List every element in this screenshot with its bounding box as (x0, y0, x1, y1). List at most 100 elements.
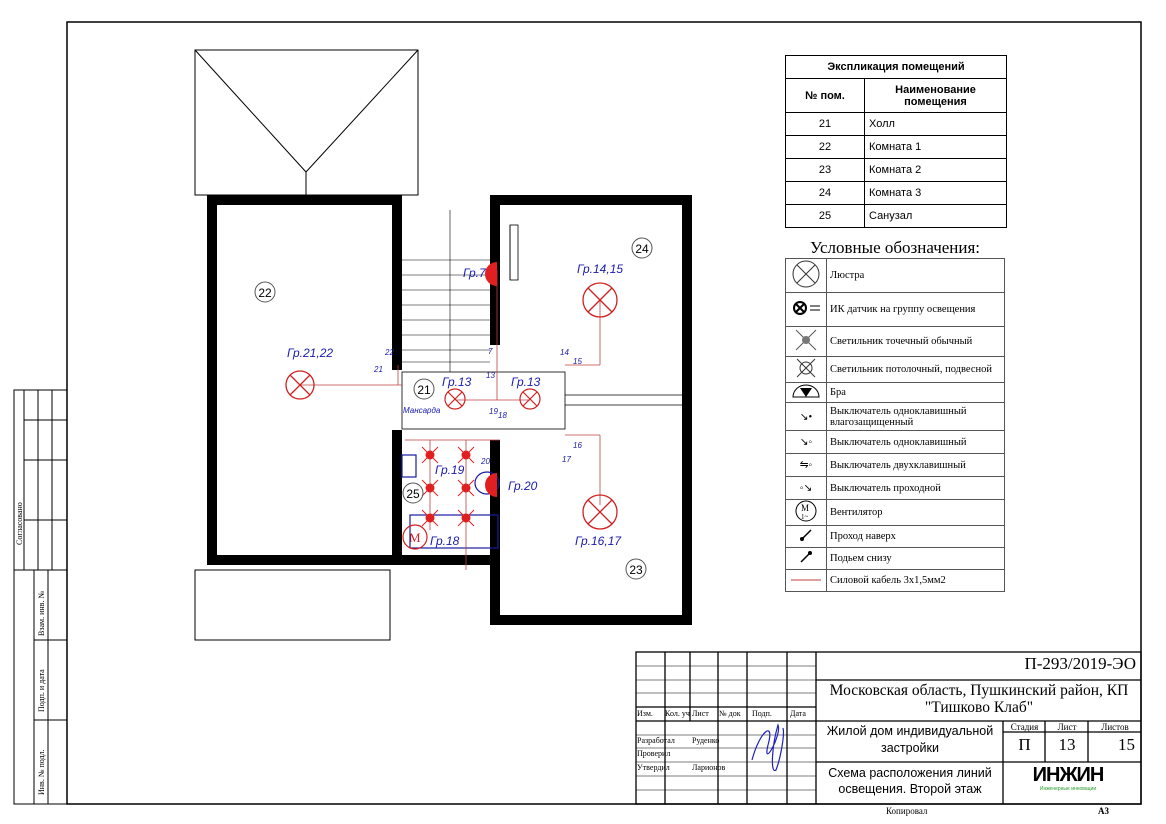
switch-label: 15 (573, 357, 582, 366)
switch-label: 19 (489, 407, 498, 416)
room-num: 22 (785, 135, 865, 159)
col-header: Кол. уч (665, 709, 690, 718)
legend-title: Условные обозначения: (810, 238, 981, 257)
room-number-22: 22 (258, 286, 272, 300)
wall-lamp-icon (485, 473, 497, 497)
chandelier-icon (792, 260, 820, 288)
legend-label: Подьем снизу (826, 547, 1005, 570)
col-header: Лист (692, 709, 709, 718)
column-header: № пом. (785, 78, 865, 113)
ceiling-light-icon (444, 388, 541, 410)
switch-label: 21 (373, 365, 383, 374)
room-number-25: 25 (406, 487, 420, 501)
room-number-24: 24 (635, 242, 649, 256)
role-label: Проверил (637, 749, 671, 758)
svg-text:M: M (801, 503, 809, 513)
switch-label: 20 (480, 457, 490, 466)
waterproof-switch-icon: ↘• (785, 402, 827, 431)
col-header: Изм. (637, 709, 653, 718)
logo-text: ИНЖИН (1032, 764, 1105, 786)
legend-label: Проход наверх (826, 525, 1005, 548)
group-label: Гр.16,17 (575, 534, 622, 548)
side-field: Подп. и дата (37, 669, 46, 712)
room-name: Холл (864, 112, 1007, 136)
group-label: Гр.18 (430, 534, 460, 548)
role-label: Утвердил (637, 763, 670, 772)
rise-from-below-icon (800, 551, 812, 563)
chandelier-icon (285, 370, 315, 400)
mansard-label: Мансарда (403, 406, 441, 415)
room-num: 23 (785, 158, 865, 182)
double-switch-icon: ⇋◦ (785, 453, 827, 477)
sheet-label: Лист (1057, 722, 1077, 732)
copied-label: Копировал (886, 806, 928, 816)
sheet-title: Схема расположения линий освещения. Втор… (828, 766, 992, 796)
legend-label: Силовой кабель 3х1,5мм2 (826, 569, 1005, 592)
stage-label: Стадия (1010, 722, 1039, 732)
group-label: Гр.7 (463, 266, 487, 280)
role-label: Разработал (637, 736, 675, 745)
switch-label: 7 (488, 347, 493, 356)
chandelier-icon (582, 494, 618, 530)
switch-label: 13 (486, 371, 495, 380)
role-name: Руденко (692, 736, 720, 745)
interior-lines (209, 197, 690, 623)
spot-light-icon (795, 329, 817, 351)
sheet-value: 13 (1058, 735, 1076, 754)
group-label: Гр.14,15 (577, 262, 623, 276)
legend-label: Вентилятор (826, 499, 1005, 526)
svg-text:1~: 1~ (801, 513, 809, 521)
project-location: Московская область, Пушкинский район, КП… (829, 682, 1129, 716)
format-label: A3 (1098, 806, 1109, 816)
room-name: Комната 1 (864, 135, 1007, 159)
room-num: 25 (785, 204, 865, 228)
legend-label: ИК датчик на группу освещения (826, 292, 1005, 327)
legend-label: Бра (826, 382, 1005, 403)
walls (207, 195, 692, 625)
ir-sensor-icon (793, 301, 820, 315)
company-logo: ИНЖИН Инженерные инновации (1028, 764, 1108, 798)
legend-label: Выключатель двухклавишный (826, 453, 1005, 477)
legend-label: Светильник потолочный, подвесной (826, 356, 1005, 383)
group-label: Гр.20 (508, 479, 538, 493)
spot-light-icon (421, 446, 475, 527)
room-table-title: Экспликация помещений (785, 55, 1007, 79)
col-header: № док (719, 709, 741, 718)
switch-label: 22 (384, 348, 394, 357)
switch-label: 16 (573, 441, 582, 450)
col-header: Дата (790, 709, 806, 718)
sheets-value: 15 (1118, 735, 1135, 754)
fan-label: M (409, 530, 421, 545)
side-field: Инв. № подл. (37, 749, 46, 795)
legend-label: Выключатель проходной (826, 476, 1005, 500)
side-agreed: Согласовано (15, 502, 24, 545)
chandelier-icon (582, 282, 618, 318)
room-num: 24 (785, 181, 865, 205)
legend-table: Люстра ИК датчик на группу освещения Све… (785, 258, 1005, 592)
sheets-label: Листов (1101, 722, 1129, 732)
switch-label: 18 (498, 411, 507, 420)
signature (751, 723, 785, 771)
document-code: П-293/2019-ЭО (1024, 654, 1136, 673)
logo-subtitle: Инженерные инновации (1039, 786, 1097, 792)
room-name: Комната 3 (864, 181, 1007, 205)
column-header: Наименование помещения (864, 78, 1007, 113)
roof-outline (194, 49, 419, 196)
wall-lamp-icon (792, 384, 820, 398)
legend-label: Светильник точечный обычный (826, 326, 1005, 357)
object-name: Жилой дом индивидуальной застройки (826, 724, 994, 755)
role-name: Ларионов (692, 763, 726, 772)
staircase (402, 210, 490, 372)
group-label: Гр.19 (435, 463, 465, 477)
legend-label: Люстра (826, 258, 1005, 293)
balcony (194, 569, 391, 641)
side-field: Взам. инв. № (37, 591, 46, 636)
col-header: Подп. (752, 709, 772, 718)
title-block-grid (635, 651, 1142, 805)
legend-label: Выключатель одноклавишный (826, 430, 1005, 454)
single-switch-icon: ↘◦ (785, 430, 827, 454)
cable-icon (791, 579, 821, 581)
